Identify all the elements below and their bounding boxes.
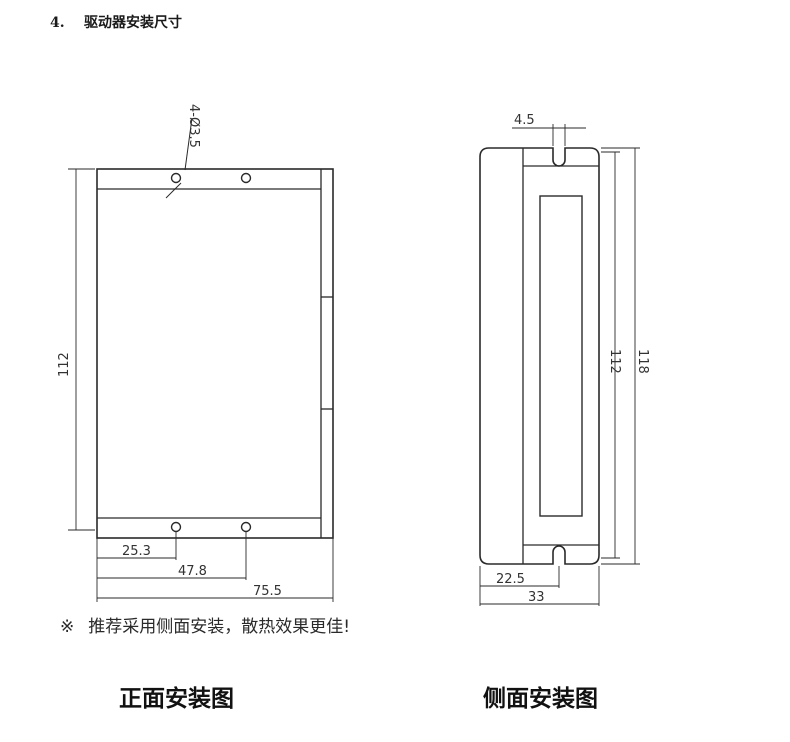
mounting-hole-top-right xyxy=(240,172,252,184)
hole2-offset-label: 47.8 xyxy=(178,564,207,579)
front-width-label: 75.5 xyxy=(253,584,282,599)
mounting-hole-bottom-right xyxy=(240,521,252,533)
section-heading: 4. 驱动器安装尺寸 xyxy=(50,12,182,32)
mounting-hole-top-left xyxy=(170,172,182,184)
side-view-caption: 侧面安装图 xyxy=(483,686,598,712)
side-width-label: 33 xyxy=(528,590,545,605)
slot-width-label: 4.5 xyxy=(514,113,535,128)
section-number: 4. xyxy=(50,15,65,31)
section-title: 驱动器安装尺寸 xyxy=(84,15,182,31)
front-plate-outline xyxy=(96,168,334,539)
front-height-label: 112 xyxy=(57,352,72,377)
note-mark: ※ xyxy=(60,617,75,637)
hole-leader-line xyxy=(184,117,193,171)
mounting-hole-bottom-left xyxy=(170,521,182,533)
front-view-caption: 正面安装图 xyxy=(119,686,234,712)
install-note: ※ 推荐采用侧面安装，散热效果更佳! xyxy=(60,612,350,637)
side-body-outline xyxy=(479,147,600,565)
hole-leader-tail xyxy=(165,182,182,199)
hole-spec-label: 4-Ø3.5 xyxy=(186,104,201,148)
side-view xyxy=(479,124,640,606)
slot-offset-label: 22.5 xyxy=(496,572,525,587)
side-inner-height-label: 112 xyxy=(607,349,622,374)
hole1-offset-label: 25.3 xyxy=(122,544,151,559)
side-heatsink-window xyxy=(539,195,583,517)
front-view xyxy=(68,117,334,602)
note-text: 推荐采用侧面安装，散热效果更佳! xyxy=(88,617,351,637)
side-outer-height-label: 118 xyxy=(635,349,650,374)
